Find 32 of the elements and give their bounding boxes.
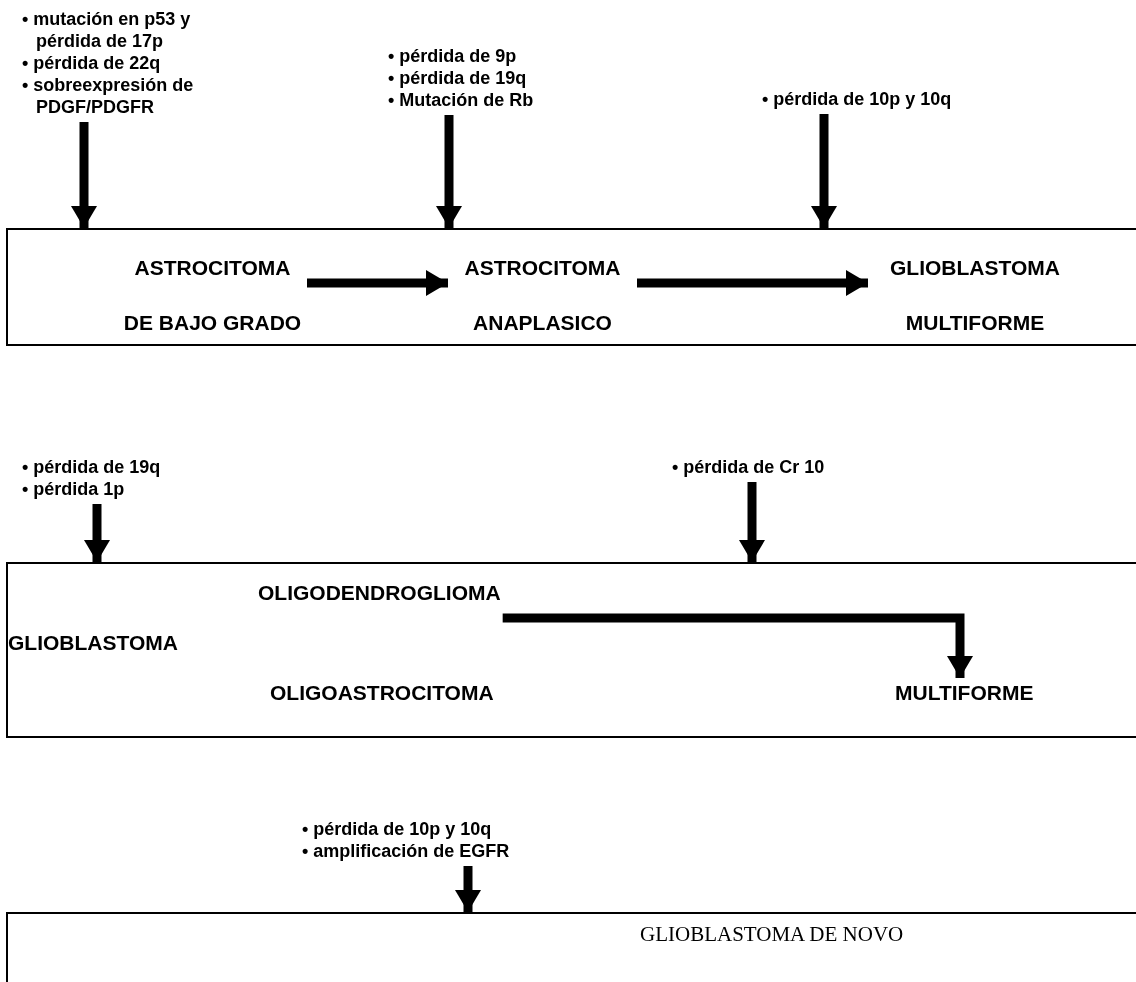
bullet-text: • amplificación de EGFR — [302, 840, 510, 862]
arrow — [739, 482, 765, 562]
tumor-name: GLIOBLASTOMA DE NOVO — [640, 922, 904, 947]
bullet-text: • pérdida de 19q — [388, 67, 528, 89]
bullet-text: • Mutación de Rb — [388, 89, 535, 111]
arrow — [307, 270, 448, 296]
bullet-text: • pérdida de Cr 10 — [672, 456, 825, 478]
arrow — [436, 115, 462, 228]
arrow — [502, 613, 973, 678]
stage-band — [6, 562, 1136, 738]
arrow — [637, 270, 868, 296]
tumor-name: ASTROCITOMA ANAPLASICO — [450, 240, 635, 350]
tumor-name: MULTIFORME — [895, 680, 1034, 706]
bullet-text: • pérdida de 10p y 10q — [302, 818, 493, 840]
arrow — [811, 114, 837, 228]
arrow — [71, 122, 97, 228]
arrow — [84, 504, 110, 562]
bullet-text: • pérdida de 22q — [22, 52, 162, 74]
tumor-name: GLIOBLASTOMA MULTIFORME — [870, 240, 1080, 350]
bullet-text: • pérdida de 10p y 10q — [762, 88, 952, 110]
arrow — [455, 866, 481, 912]
bullet-text: • pérdida 1p — [22, 478, 126, 500]
tumor-name: ASTROCITOMA DE BAJO GRADO — [120, 240, 305, 350]
bullet-text: • pérdida de 9p — [388, 45, 518, 67]
bullet-text: • pérdida de 19q — [22, 456, 162, 478]
tumor-name: GLIOBLASTOMA — [8, 630, 178, 656]
bullet-text: • sobreexpresión de PDGF/PDGFR — [22, 74, 195, 118]
stage-band — [6, 228, 1136, 346]
bullet-text: • mutación en p53 y pérdida de 17p — [22, 8, 192, 52]
tumor-name: OLIGOASTROCITOMA — [270, 680, 494, 706]
tumor-name: OLIGODENDROGLIOMA — [258, 580, 501, 606]
stage-band — [6, 912, 1136, 982]
